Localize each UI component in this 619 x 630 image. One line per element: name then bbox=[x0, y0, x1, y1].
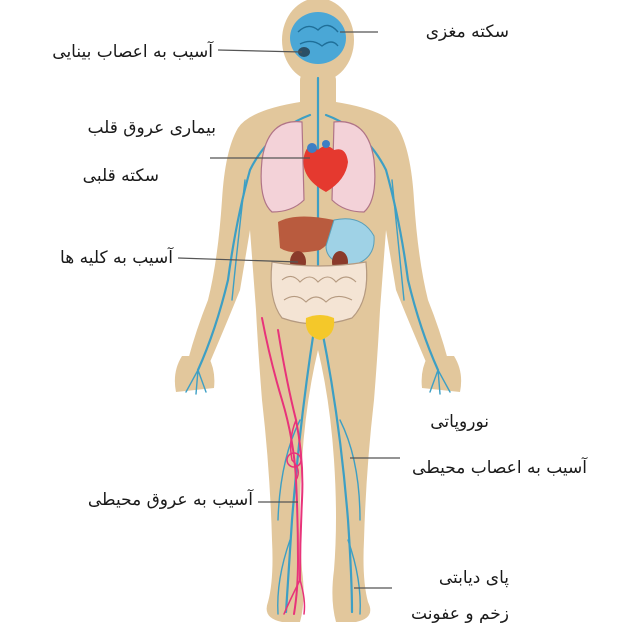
label-coronary-disease: بیماری عروق قلب bbox=[87, 120, 216, 137]
brain bbox=[290, 12, 346, 64]
label-kidney-damage: آسیب به کلیه ها bbox=[60, 250, 173, 267]
label-neuropathy: نوروپاتی bbox=[430, 414, 489, 431]
label-stroke: سکته مغزی bbox=[426, 24, 509, 41]
label-optic-nerve-damage: آسیب به اعصاب بینایی bbox=[52, 44, 213, 61]
label-heart-attack: سکته قلبی bbox=[83, 168, 159, 185]
intestines bbox=[271, 262, 367, 324]
label-diabetic-foot: پای دیابتی bbox=[439, 570, 509, 587]
label-ulcer-infection: زخم و عفونت bbox=[411, 606, 509, 623]
label-peripheral-nerve-damage: آسیب به اعصاب محیطی bbox=[412, 460, 587, 477]
label-peripheral-vessel-damage: آسیب به عروق محیطی bbox=[88, 492, 253, 509]
